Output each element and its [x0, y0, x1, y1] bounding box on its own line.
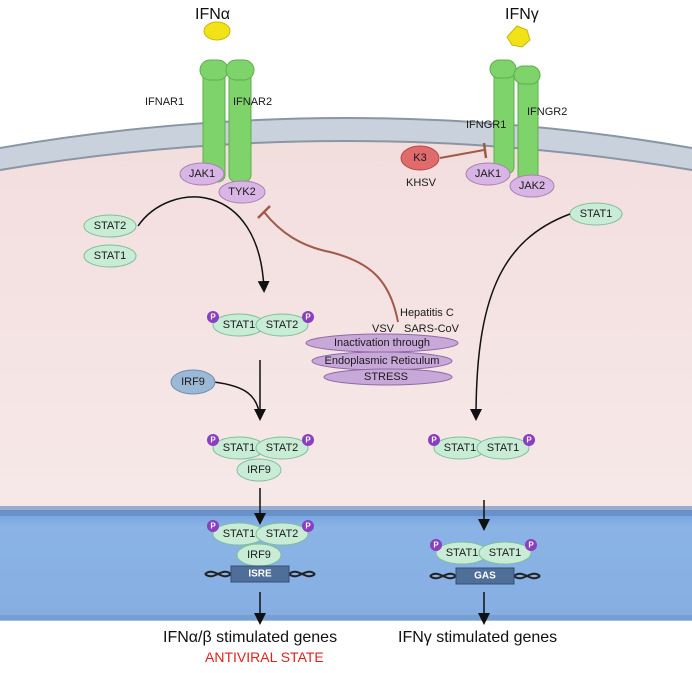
svg-text:STAT1: STAT1	[489, 547, 522, 559]
sars-cov-label: SARS-CoV	[404, 323, 460, 335]
ifnar2-label: IFNAR2	[233, 96, 272, 108]
svg-text:P: P	[210, 436, 216, 445]
ifna-ligand: IFNα	[195, 6, 231, 41]
isgf3-complex-nucleus: STAT1 STAT2 IRF9 P P	[207, 520, 314, 567]
svg-text:GAS: GAS	[474, 571, 496, 582]
stat1-dimer-cyto: STAT1 STAT1 P P	[428, 434, 535, 460]
svg-text:JAK1: JAK1	[475, 168, 501, 180]
ifngr2-label: IFNGR2	[527, 106, 567, 118]
svg-text:IRF9: IRF9	[181, 376, 205, 388]
tyk2: TYK2	[218, 180, 266, 204]
svg-text:STAT2: STAT2	[266, 528, 299, 540]
svg-text:Endoplasmic Reticulum: Endoplasmic Reticulum	[325, 355, 440, 367]
ifnar1-label: IFNAR1	[145, 96, 184, 108]
svg-text:IFNγ: IFNγ	[505, 6, 539, 23]
arrow-stat1-right	[470, 213, 571, 421]
svg-text:JAK2: JAK2	[519, 180, 545, 192]
free-stat1-left: STAT1	[83, 244, 137, 268]
svg-text:P: P	[305, 436, 311, 445]
ifngr1-label: IFNGR1	[466, 119, 506, 131]
svg-text:IRF9: IRF9	[247, 464, 271, 476]
phospho-badge	[302, 311, 314, 323]
svg-text:P: P	[526, 436, 532, 445]
svg-text:Inactivation through: Inactivation through	[334, 337, 430, 349]
viral-inhibition-line	[257, 205, 399, 323]
nucleus	[0, 506, 692, 621]
dna-isre: ISRE	[204, 565, 316, 583]
svg-text:JAK1: JAK1	[189, 168, 215, 180]
gas-box	[455, 567, 515, 585]
svg-text:STAT2: STAT2	[94, 220, 127, 232]
ifnab-genes-label: IFNα/β stimulated genes	[163, 629, 337, 646]
svg-text:IFNα: IFNα	[195, 6, 230, 23]
endoplasmic-reticulum: Inactivation through Endoplasmic Reticul…	[305, 333, 459, 386]
svg-text:P: P	[305, 522, 311, 531]
ifngr-receptor: IFNGR1 IFNGR2	[466, 59, 567, 185]
free-stat2: STAT2	[83, 214, 137, 238]
svg-text:STAT2: STAT2	[266, 442, 299, 454]
arrow-stat-recruit	[137, 196, 270, 293]
svg-text:STAT2: STAT2	[266, 319, 299, 331]
jak2: JAK2	[509, 174, 555, 198]
jak1-left: JAK1	[179, 162, 225, 186]
svg-text:STAT1: STAT1	[223, 528, 256, 540]
svg-text:TYK2: TYK2	[228, 186, 256, 198]
stat1-dimer-nucleus: STAT1 STAT1 P P	[430, 539, 537, 565]
hepatitis-c-label: Hepatitis C	[400, 307, 454, 319]
svg-text:STAT1: STAT1	[487, 442, 520, 454]
ifng-genes-label: IFNγ stimulated genes	[398, 629, 557, 646]
ifng-ligand: IFNγ	[505, 6, 539, 48]
svg-text:STAT1: STAT1	[223, 442, 256, 454]
svg-text:IRF9: IRF9	[247, 549, 271, 561]
isre-box	[230, 565, 290, 583]
k3-inhibitor: K3 KHSV	[400, 142, 488, 189]
svg-text:K3: K3	[413, 152, 426, 164]
ifnar-receptor: IFNAR1 IFNAR2	[145, 59, 272, 183]
free-stat1-right: STAT1	[569, 202, 623, 226]
khsv-label: KHSV	[406, 177, 437, 189]
pstat1-stat2-dimer: STAT1 STAT2 P P	[207, 311, 314, 337]
svg-text:P: P	[528, 541, 534, 550]
arrows	[137, 196, 571, 625]
arrow-irf9-join	[213, 381, 261, 419]
svg-text:STAT1: STAT1	[94, 250, 127, 262]
svg-text:STAT1: STAT1	[446, 547, 479, 559]
svg-text:ISRE: ISRE	[248, 569, 272, 580]
svg-text:STRESS: STRESS	[364, 371, 408, 383]
svg-text:STAT1: STAT1	[580, 208, 613, 220]
svg-text:P: P	[210, 522, 216, 531]
svg-text:P: P	[433, 541, 439, 550]
svg-text:P: P	[305, 313, 311, 322]
svg-text:P: P	[210, 313, 216, 322]
svg-text:STAT1: STAT1	[444, 442, 477, 454]
svg-text:P: P	[431, 436, 437, 445]
jak1-right: JAK1	[465, 162, 511, 186]
phospho-badge	[207, 311, 219, 323]
vsv-label: VSV	[372, 323, 395, 335]
isgf3-complex-cyto: STAT1 STAT2 IRF9 P P	[207, 434, 314, 482]
cytoplasm	[0, 117, 692, 530]
dna-gas: GAS	[429, 567, 541, 585]
free-irf9: IRF9	[170, 369, 216, 395]
svg-text:STAT1: STAT1	[223, 319, 256, 331]
antiviral-state-label: ANTIVIRAL STATE	[205, 649, 324, 665]
